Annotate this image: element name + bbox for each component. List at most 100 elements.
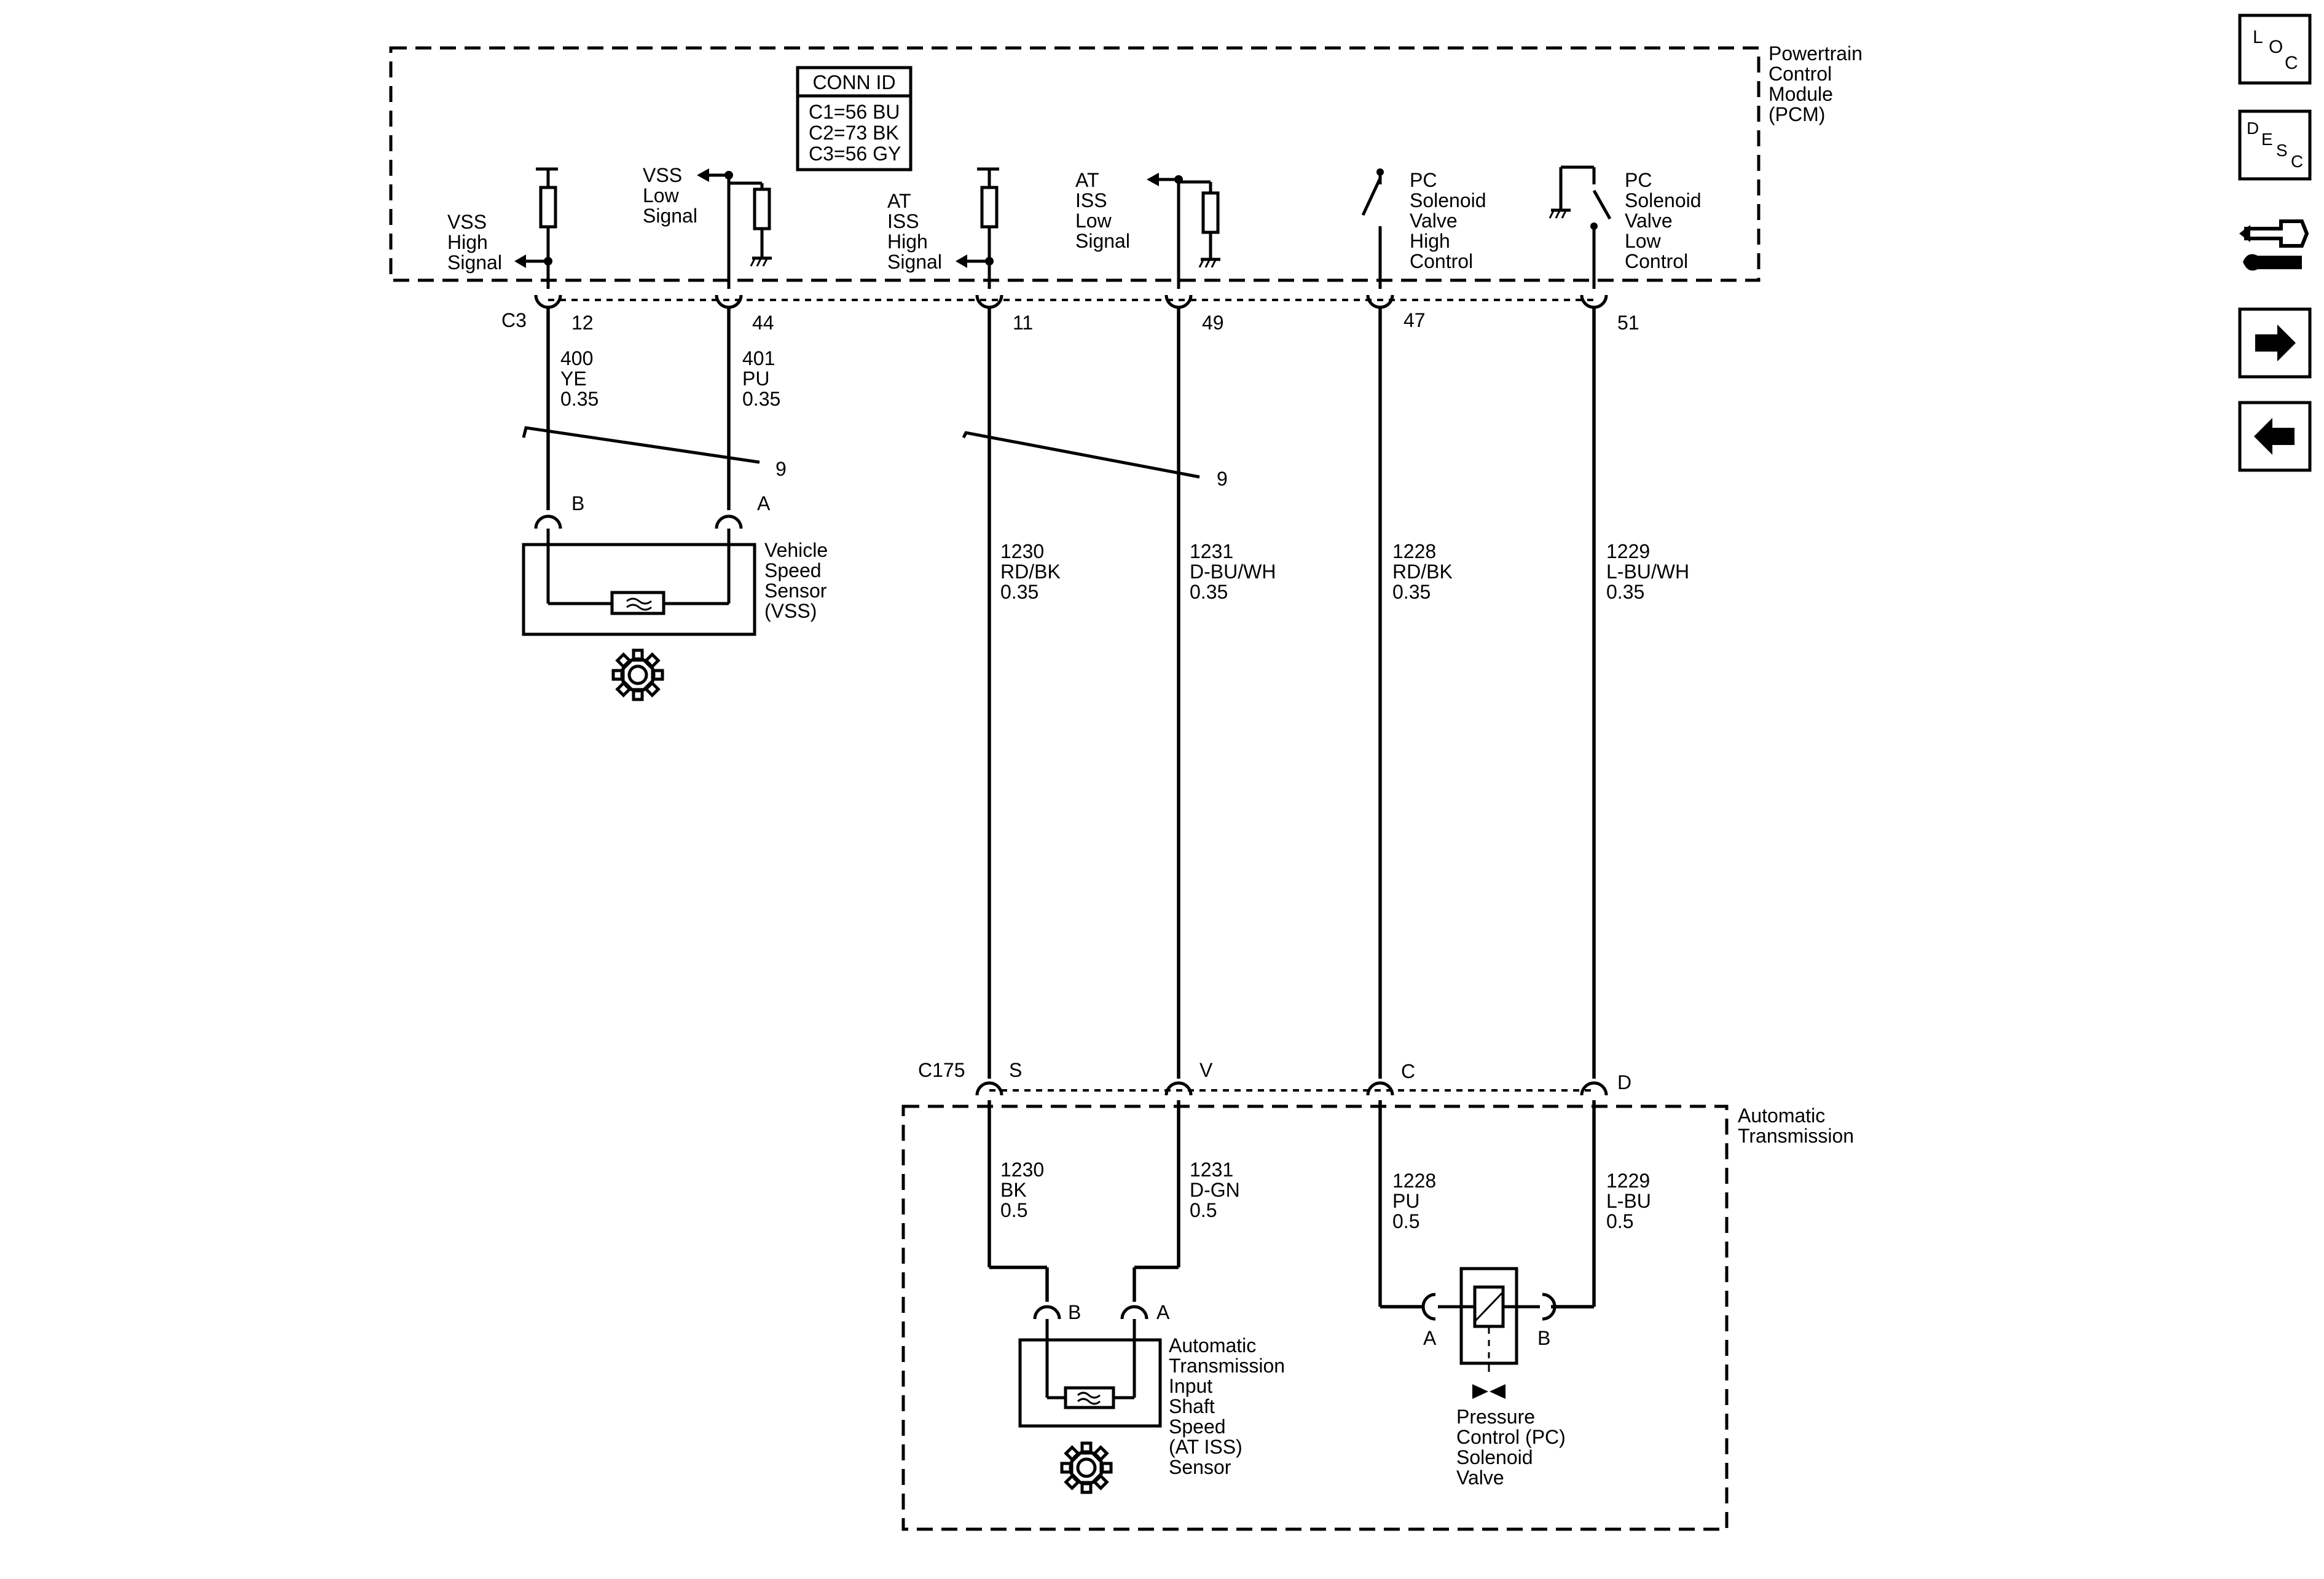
pc-pin-a-terminal xyxy=(1421,1293,1436,1321)
arrow-right-icon xyxy=(2255,325,2296,361)
desc-letter: E xyxy=(2261,130,2273,149)
conn-id-row: C3=56 GY xyxy=(809,143,901,165)
ground-icon xyxy=(1549,208,1571,219)
wire-label-1228-lower: 1228 PU 0.5 xyxy=(1392,1170,1442,1232)
iss-pin-a-terminal xyxy=(1120,1305,1148,1320)
pull-down-resistor xyxy=(1201,191,1220,234)
vss-pin-label: A xyxy=(757,492,771,514)
pc-pin-b-terminal xyxy=(1542,1293,1557,1321)
pin-11-terminal xyxy=(975,294,1003,309)
pcm-vss-low-label: VSS Low Signal xyxy=(643,164,697,227)
wires-to-transmission: 9 1230 RD/BK 0.35 1231 D-BU/WH 0.35 1228… xyxy=(962,307,1689,1079)
c175-pin-label: V xyxy=(1199,1059,1213,1081)
pin-44-terminal xyxy=(715,294,743,309)
pin-47-terminal xyxy=(1366,294,1394,309)
conn-id-row: C2=73 BK xyxy=(809,122,899,144)
pc-solenoid-name: Pressure Control (PC) Solenoid Valve xyxy=(1456,1406,1571,1489)
conn-id-table: CONN ID C1=56 BU C2=73 BK C3=56 GY xyxy=(796,66,913,171)
ground-icon xyxy=(750,256,772,267)
gear-icon xyxy=(611,648,664,701)
pin-51-terminal xyxy=(1580,294,1608,309)
arrow-left-icon xyxy=(2254,418,2295,455)
next-page-button[interactable] xyxy=(2238,307,2312,379)
pc-pin-label: A xyxy=(1423,1327,1437,1349)
wire-label-401: 401 PU 0.35 xyxy=(742,347,780,410)
iss-name: Automatic Transmission Input Shaft Speed… xyxy=(1169,1334,1290,1478)
vehicle-speed-sensor: B A xyxy=(522,492,833,701)
pin-number: 12 xyxy=(571,312,594,334)
connector-c175: C175 S V C D xyxy=(918,1059,1631,1096)
pin-12-terminal xyxy=(534,294,562,309)
pcm-pc-high-label: PC Solenoid Valve High Control xyxy=(1410,169,1491,272)
pcm-vss-high-label: VSS High Signal xyxy=(447,211,502,274)
pcm-title: Powertrain Control Module (PCM) xyxy=(1769,42,1868,125)
pin-number: 11 xyxy=(1013,312,1033,334)
pcm-pc-high-circuit: PC Solenoid Valve High Control xyxy=(1361,168,1491,289)
pin-number: 47 xyxy=(1403,309,1426,331)
pc-body xyxy=(1459,1267,1518,1365)
twisted-pair-icon xyxy=(522,426,760,464)
wire-label-1230-lower: 1230 BK 0.5 xyxy=(1000,1159,1050,1221)
previous-page-button[interactable] xyxy=(2238,401,2312,472)
twisted-pair-ref: 9 xyxy=(775,458,787,480)
pcm-iss-high-label: AT ISS High Signal xyxy=(887,190,942,273)
desc-letter: S xyxy=(2276,141,2288,160)
connector-c3-name: C3 xyxy=(501,309,527,331)
gear-icon xyxy=(1060,1441,1113,1494)
vss-pin-b-terminal xyxy=(534,514,562,529)
iss-pin-label: A xyxy=(1156,1301,1170,1323)
description-button[interactable]: D E S C xyxy=(2238,109,2312,181)
magnetic-pickup-icon xyxy=(1064,1386,1115,1409)
pcm-iss-low-circuit: AT ISS Low Signal xyxy=(1075,169,1220,289)
twisted-pair-icon xyxy=(962,431,1200,479)
wire-label-400: 400 YE 0.35 xyxy=(560,347,599,410)
pc-pin-label: B xyxy=(1537,1327,1550,1349)
pcm-pc-low-label: PC Solenoid Valve Low Control xyxy=(1625,169,1706,272)
pull-up-resistor xyxy=(539,186,557,229)
vss-name: Vehicle Speed Sensor (VSS) xyxy=(764,539,833,622)
location-button[interactable]: L O C xyxy=(2238,14,2312,85)
pcm-iss-low-label: AT ISS Low Signal xyxy=(1075,169,1130,252)
pcm-module: Powertrain Control Module (PCM) CONN ID … xyxy=(389,42,1868,289)
wires-vss: 400 YE 0.35 401 PU 0.35 9 xyxy=(522,307,787,510)
switch-icon xyxy=(1592,189,1612,220)
connector-wrench-icon xyxy=(2239,219,2309,271)
pc-solenoid-valve: A B Pressure Control (PC) Solenoid Valve xyxy=(1421,1267,1571,1489)
transmission-title: Automatic Transmission xyxy=(1738,1105,1854,1147)
repair-procedure-button[interactable] xyxy=(2238,203,2312,274)
signal-arrow-icon xyxy=(1147,173,1159,186)
signal-arrow-icon xyxy=(697,168,709,182)
transmission-boundary xyxy=(901,1105,1729,1531)
automatic-transmission: Automatic Transmission 1230 BK 0.5 1231 … xyxy=(901,1100,1854,1531)
pcm-vss-low-circuit: VSS Low Signal xyxy=(643,164,772,289)
iss-pin-b-terminal xyxy=(1033,1305,1061,1320)
loc-letter: C xyxy=(2285,53,2298,73)
pin-number: 49 xyxy=(1202,312,1224,334)
conn-id-row: C1=56 BU xyxy=(809,101,900,123)
switch-icon xyxy=(1361,177,1382,216)
connector-c3: C3 12 44 11 49 47 51 xyxy=(501,294,1639,334)
wire-label-1231: 1231 D-BU/WH 0.35 xyxy=(1190,540,1281,603)
signal-arrow-icon xyxy=(514,254,526,268)
iss-pin-label: B xyxy=(1068,1301,1081,1323)
desc-letter: C xyxy=(2291,152,2303,171)
valve-icon xyxy=(1472,1384,1505,1399)
signal-arrow-icon xyxy=(956,254,967,268)
loc-letter: L xyxy=(2253,27,2263,47)
c175-pin-label: D xyxy=(1617,1071,1631,1093)
loc-letter: O xyxy=(2269,37,2283,57)
ground-icon xyxy=(1198,258,1220,268)
wire-label-1231-lower: 1231 D-GN 0.5 xyxy=(1190,1159,1246,1221)
wire-label-1230: 1230 RD/BK 0.35 xyxy=(1000,540,1066,603)
twisted-pair-ref: 9 xyxy=(1217,468,1228,490)
pull-up-resistor xyxy=(980,186,999,229)
pcm-boundary xyxy=(389,46,1761,282)
pin-number: 51 xyxy=(1617,312,1639,334)
c175-pin-label: C xyxy=(1401,1060,1415,1082)
pin-49-terminal xyxy=(1164,294,1193,309)
pull-down-resistor xyxy=(753,187,771,230)
pcm-iss-high-circuit: AT ISS High Signal xyxy=(887,167,999,289)
magnetic-pickup-icon xyxy=(610,591,665,615)
vss-pin-a-terminal xyxy=(715,514,743,529)
